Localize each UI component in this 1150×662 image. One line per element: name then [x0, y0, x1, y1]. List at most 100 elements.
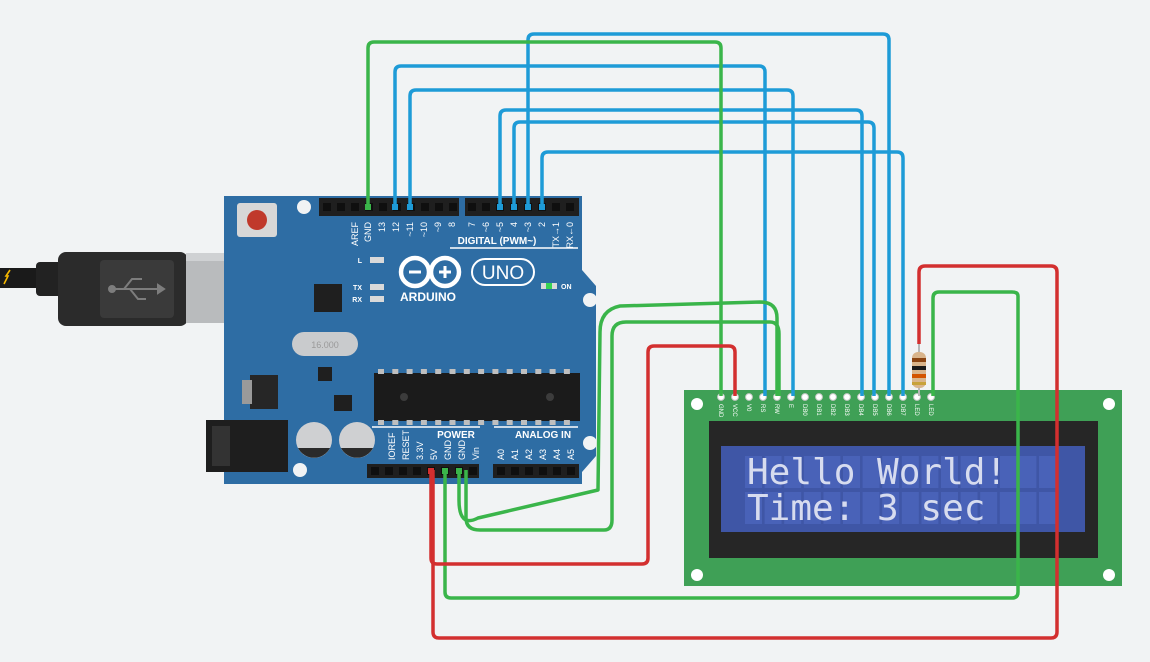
digital-pin-label: 7: [467, 222, 477, 227]
lcd-pin-label: LED: [913, 404, 919, 416]
digital-header-right: [465, 198, 579, 216]
lcd-cell: [999, 492, 1017, 524]
chip-pins: [378, 369, 570, 425]
lcd-cell: [745, 456, 762, 488]
wire-rw-gnd[interactable]: [464, 320, 781, 532]
analog-pin-label: A0: [496, 449, 506, 460]
infinity-logo-icon: [398, 255, 462, 289]
lcd-pin-label: V0: [745, 404, 751, 412]
lcd-cell: [941, 492, 958, 524]
lcd-pin[interactable]: [801, 393, 809, 401]
wire-rs-pin12[interactable]: [393, 64, 767, 396]
led-tx-label: TX: [353, 285, 362, 292]
lcd-pin-label: DB1: [815, 404, 821, 416]
lcd-cell: [784, 492, 802, 524]
analog-pin-label: A3: [538, 449, 548, 460]
lcd-pin-label: E: [787, 404, 793, 408]
digital-pin-label: GND: [363, 222, 373, 243]
analog-pin-label: A4: [552, 449, 562, 460]
lcd-cell: [960, 456, 978, 488]
lcd-cell: [980, 492, 998, 524]
lcd-cell: [843, 456, 860, 488]
lcd-pin-label: RW: [773, 404, 779, 414]
wire-led-a-5v[interactable]: [431, 264, 1059, 640]
arduino-board[interactable]: 16.000: [206, 196, 597, 484]
lcd-line-1: Hello World!: [747, 452, 1007, 493]
digital-pin-label: ~5: [495, 222, 505, 232]
lcd-cell: [1019, 492, 1037, 524]
lcd-cell: [941, 456, 958, 488]
digital-header-left: [319, 198, 459, 216]
atmega-chip: [374, 373, 580, 421]
digital-pin-label: 4: [509, 222, 519, 227]
lcd-pin-label: RS: [759, 404, 765, 412]
wire-db6-pin3[interactable]: [526, 32, 891, 396]
power-pin-label: IOREF: [387, 432, 397, 460]
lcd-cell: [843, 492, 860, 524]
digital-pin-label: 2: [537, 222, 547, 227]
digital-pin-label: TX→1: [551, 222, 561, 248]
lcd-cell: [803, 492, 821, 524]
wire-db4-pin5[interactable]: [498, 108, 864, 396]
arduino-logo: ARDUINO UNO: [398, 255, 535, 304]
lcd-cell: [901, 492, 919, 524]
usb-icon: [108, 278, 166, 300]
wire-db5-pin4[interactable]: [512, 120, 876, 396]
led-rx-label: RX: [352, 297, 362, 304]
lcd-pin-label: DB6: [885, 404, 891, 416]
usb-controller-chip: [314, 284, 342, 312]
wires-red[interactable]: [429, 264, 1059, 640]
lcd-pin[interactable]: [843, 393, 851, 401]
power-pin-label: GND: [443, 440, 453, 461]
power-pin-label: Vin: [471, 447, 481, 460]
lcd-cell: [764, 492, 782, 524]
model-label: UNO: [482, 263, 524, 284]
resistor[interactable]: [912, 344, 926, 396]
lcd-cell: [823, 492, 841, 524]
lcd-cell: [764, 456, 782, 488]
wires-green[interactable]: [366, 40, 1020, 600]
lcd-pin-label: DB4: [857, 404, 863, 416]
analog-pin-label: A1: [510, 449, 520, 460]
digital-pin-label: ~10: [419, 222, 429, 237]
power-header-label: POWER: [437, 430, 476, 441]
digital-pin-label: ~9: [433, 222, 443, 232]
lcd-cell: [862, 456, 880, 488]
lcd-cell: [1039, 492, 1056, 524]
lcd-cell: [1039, 456, 1056, 488]
analog-pin-label: A2: [524, 449, 534, 460]
wire-lcd-gnd[interactable]: [366, 40, 723, 396]
wire-led-k-gnd[interactable]: [443, 290, 1020, 600]
lcd-pin[interactable]: [745, 393, 753, 401]
digital-pin-label: RX←0: [565, 222, 575, 249]
digital-header-label: DIGITAL (PWM~): [458, 236, 537, 247]
lcd-cell: [803, 456, 821, 488]
crystal-label: 16.000: [311, 340, 339, 350]
led-l-label: L: [358, 258, 363, 265]
lcd-cell: [862, 492, 880, 524]
power-jack[interactable]: [206, 420, 288, 472]
wires-blue[interactable]: [393, 32, 905, 396]
lcd-cell: [882, 456, 900, 488]
lcd-cell: [921, 492, 939, 524]
analog-header-label: ANALOG IN: [515, 430, 571, 441]
wire-v0-gnd[interactable]: [457, 300, 779, 523]
lcd-pin-label: GND: [717, 404, 723, 418]
power-pin-label: GND: [457, 440, 467, 461]
digital-pin-label: ~6: [481, 222, 491, 232]
power-pin-label: RESET: [401, 429, 411, 460]
digital-pin-label: ~11: [405, 222, 415, 237]
lcd-pin-label: VCC: [731, 404, 737, 417]
voltage-regulator: [250, 375, 278, 409]
digital-pin-label: 12: [391, 222, 401, 232]
reset-button[interactable]: [237, 203, 277, 237]
crystal: 16.000: [292, 332, 358, 356]
brand-label: ARDUINO: [400, 290, 456, 304]
lcd-pin[interactable]: [829, 393, 837, 401]
lcd-pin[interactable]: [815, 393, 823, 401]
power-pin-label: 3.3V: [415, 441, 425, 460]
lcd-cell: [823, 456, 841, 488]
lcd-cell: [745, 492, 762, 524]
wire-e-pin11[interactable]: [408, 88, 795, 396]
